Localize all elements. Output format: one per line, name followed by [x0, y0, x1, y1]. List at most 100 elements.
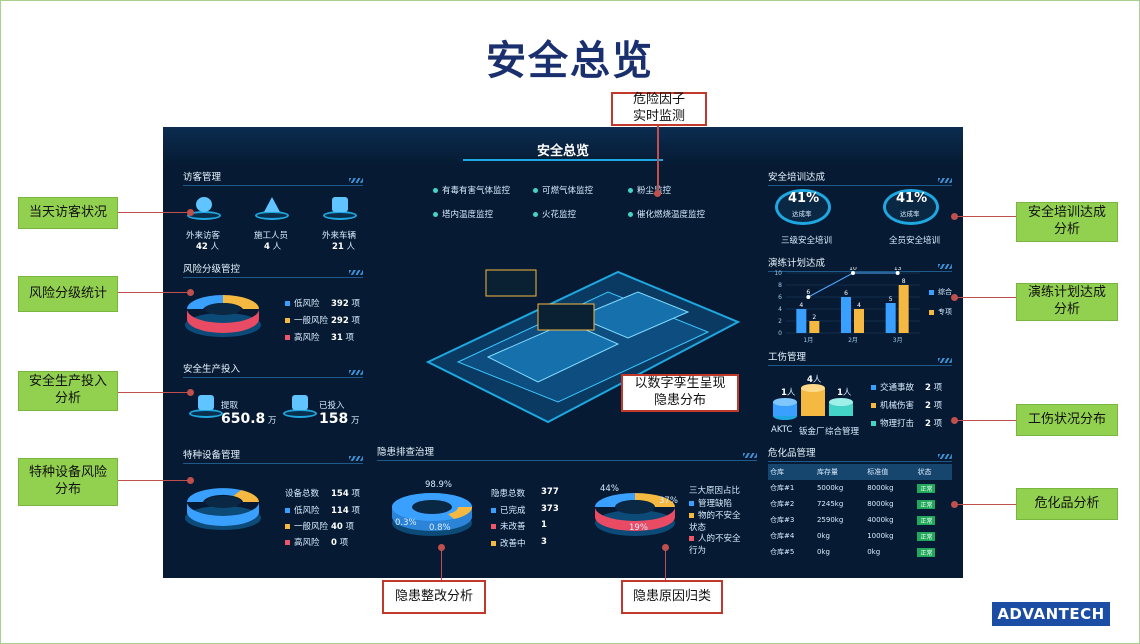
annotation-injury: 工伤状况分布: [1016, 404, 1118, 436]
monitor-item: 催化燃烧温度监控: [637, 210, 706, 220]
monitor-item: 可燃气体监控: [542, 186, 594, 196]
hazard-section-title: 隐患排查治理: [377, 444, 757, 461]
monitor-item: 有毒有害气体监控: [442, 186, 511, 196]
training-pct-1: 41%: [788, 191, 820, 206]
line-point: [806, 295, 811, 299]
worker-label: 施工人员: [254, 231, 289, 241]
worker-value: 4: [264, 242, 270, 252]
bar-value-label: 8: [902, 278, 906, 285]
risk-high-value: 31: [331, 333, 343, 343]
annotation-investment: 安全生产投入 分析: [18, 371, 118, 411]
status-badge: 正常: [917, 483, 936, 493]
risk-mid-value: 292: [331, 316, 349, 326]
x-tick-label: 2月: [848, 337, 858, 344]
annotation-chemicals: 危化品分析: [1016, 488, 1118, 520]
investment-section-title: 安全生产投入: [183, 361, 363, 378]
line-value-label: 10: [849, 267, 857, 272]
risk-low-value: 392: [331, 299, 349, 309]
y-tick-label: 10: [774, 270, 782, 277]
y-tick-label: 4: [778, 306, 782, 313]
annotation-twin: 以数字孪生呈现 隐患分布: [621, 374, 739, 412]
chemicals-section-title: 危化品管理: [768, 445, 952, 462]
risk-donut: [185, 295, 261, 337]
advantech-logo: ADVANTECH: [992, 602, 1110, 626]
monitor-item: 火花监控: [542, 210, 577, 220]
annotation-equipment: 特种设备风险 分布: [18, 458, 118, 506]
annotation-cause: 隐患原因归类: [621, 580, 723, 614]
visitor-label: 外来访客: [186, 231, 221, 241]
dashboard: 安全总览 访客管理 外来访客 42 人 施工人员 4 人 外来车辆 21 人 风…: [163, 127, 963, 578]
trend-icon: [283, 395, 317, 418]
bar: [841, 297, 851, 333]
y-tick-label: 6: [778, 294, 782, 301]
x-tick-label: 3月: [893, 337, 903, 344]
extract-value: 650.8: [221, 411, 266, 427]
money-icon: [189, 395, 223, 418]
line-value-label: 6: [806, 289, 810, 296]
drill-section-title: 演练计划达成: [768, 255, 952, 272]
dashboard-title: 安全总览: [536, 144, 589, 159]
vehicle-label: 外来车辆: [322, 231, 357, 241]
training-section-title: 安全培训达成: [768, 169, 952, 186]
hazard-pct-top: 98.9%: [425, 480, 453, 490]
cause-pct-b: 37%: [659, 496, 678, 506]
annotation-drill: 演练计划达成 分析: [1016, 283, 1118, 321]
annotation-risk: 风险分级统计: [18, 276, 118, 312]
injury-cylinders: [773, 384, 853, 420]
x-tick-label: 1月: [803, 337, 813, 344]
bar-value-label: 6: [844, 290, 848, 297]
extract-label: 提取: [221, 401, 239, 411]
line-point: [895, 271, 900, 275]
hazard-pct-left: 0.3%: [395, 518, 417, 528]
line-point: [851, 271, 855, 275]
vehicle-value: 21: [332, 242, 344, 252]
cause-pct-a: 44%: [600, 484, 619, 494]
bar-value-label: 5: [889, 296, 893, 303]
injury-section-title: 工伤管理: [768, 349, 952, 366]
truck-icon: [323, 197, 357, 220]
bar-value-label: 4: [799, 302, 803, 309]
annotation-factor: 危险因子 实时监测: [611, 92, 707, 126]
equipment-section-title: 特种设备管理: [183, 447, 363, 464]
visitor-icon: [187, 197, 221, 220]
status-badge: 正常: [917, 499, 936, 509]
annotation-training: 安全培训达成 分析: [1016, 202, 1118, 242]
y-tick-label: 2: [778, 318, 782, 325]
annotation-visitor: 当天访客状况: [18, 197, 118, 229]
status-badge: 正常: [917, 515, 936, 525]
hazard-donut: [392, 493, 473, 536]
invested-label: 已投入: [319, 401, 345, 411]
factory-3d-model[interactable]: [418, 252, 748, 437]
slide-title: 安全总览: [486, 38, 654, 84]
bar: [809, 321, 820, 333]
bar-value-label: 4: [857, 302, 861, 309]
status-badge: 正常: [917, 547, 936, 557]
dashboard-header: [163, 127, 963, 165]
bar: [898, 285, 909, 333]
status-badge: 正常: [917, 531, 936, 541]
bar-value-label: 2: [812, 314, 816, 321]
monitor-item: 塔内温度监控: [442, 210, 494, 220]
y-tick-label: 0: [778, 330, 782, 337]
bar: [796, 309, 807, 333]
training-pct-2: 41%: [896, 191, 928, 206]
worker-icon: [255, 197, 289, 220]
line-value-label: 13: [894, 267, 902, 272]
bar: [854, 309, 864, 333]
risk-section-title: 风险分级管控: [183, 261, 363, 278]
hazard-pct-mid: 0.8%: [429, 523, 451, 533]
bar: [885, 303, 896, 333]
y-tick-label: 8: [778, 282, 782, 289]
visitor-section-title: 访客管理: [183, 169, 363, 186]
annotation-rectify: 隐患整改分析: [382, 580, 486, 614]
hazard-cause-donut: [595, 493, 675, 536]
cause-title: 三大原因占比: [689, 486, 741, 496]
equipment-donut: [185, 488, 261, 530]
cause-pct-c: 19%: [629, 523, 648, 533]
